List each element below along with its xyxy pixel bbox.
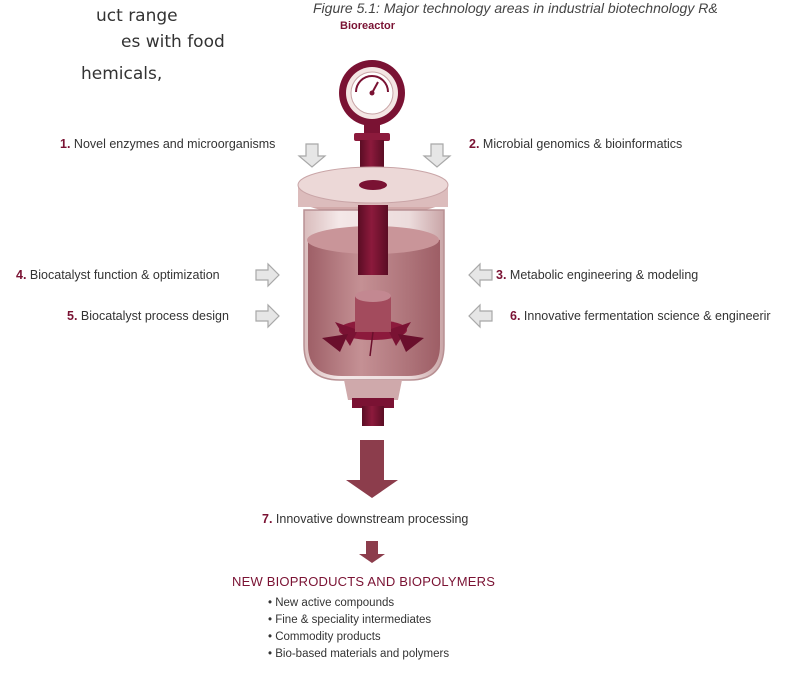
- area-text-1: Novel enzymes and microorganisms: [73, 137, 276, 151]
- product-item-1: • New active compounds: [268, 597, 395, 609]
- area-number-7: 7.: [262, 512, 273, 526]
- body-text-line-3: hemicals,: [81, 64, 163, 84]
- impeller-icon: [322, 290, 424, 357]
- input-arrow-2-icon: [422, 143, 452, 168]
- area-text-6: Innovative fermentation science & engine…: [523, 309, 771, 323]
- products-heading: NEW BIOPRODUCTS AND BIOPOLYMERS: [232, 574, 496, 589]
- area-text-3: Metabolic engineering & modeling: [509, 268, 699, 282]
- area-label-2: 2. Microbial genomics & bioinformatics: [469, 137, 682, 151]
- outlet-pipe: [344, 380, 402, 426]
- body-text-line-2: es with food: [121, 32, 225, 52]
- area-number-2: 2.: [469, 137, 480, 151]
- product-item-3: • Commodity products: [268, 631, 381, 643]
- input-arrow-6-icon: [468, 303, 493, 329]
- input-arrow-3-icon: [468, 262, 493, 288]
- input-arrow-1-icon: [297, 143, 327, 168]
- area-text-4: Biocatalyst function & optimization: [29, 268, 220, 282]
- area-number-3: 3.: [496, 268, 507, 282]
- figure-caption: Figure 5.1: Major technology areas in in…: [313, 0, 718, 16]
- area-label-3: 3. Metabolic engineering & modeling: [496, 268, 698, 282]
- area-text-2: Microbial genomics & bioinformatics: [482, 137, 683, 151]
- product-item-4: • Bio-based materials and polymers: [268, 648, 450, 660]
- bioreactor-label: Bioreactor: [340, 20, 396, 32]
- area-number-6: 6.: [510, 309, 521, 323]
- body-text-line-1: uct range: [96, 6, 178, 26]
- area-text-7: Innovative downstream processing: [275, 512, 469, 526]
- reactor-lid: [297, 166, 449, 215]
- pressure-gauge-icon: [339, 60, 405, 141]
- area-number-5: 5.: [67, 309, 78, 323]
- product-item-2: • Fine & speciality intermediates: [268, 614, 432, 626]
- area-label-1: 1. Novel enzymes and microorganisms: [60, 137, 275, 151]
- area-label-6: 6. Innovative fermentation science & eng…: [510, 309, 771, 323]
- area-number-1: 1.: [60, 137, 71, 151]
- area-label-4: 4. Biocatalyst function & optimization: [16, 268, 220, 282]
- stirrer-shaft: [358, 205, 388, 275]
- input-arrow-4-icon: [255, 262, 280, 288]
- output-arrow-icon: [346, 440, 398, 498]
- area-text-5: Biocatalyst process design: [80, 309, 229, 323]
- area-label-5: 5. Biocatalyst process design: [67, 309, 229, 323]
- products-arrow-icon: [359, 541, 385, 563]
- area-label-7: 7. Innovative downstream processing: [262, 512, 468, 526]
- area-number-4: 4.: [16, 268, 27, 282]
- input-arrow-5-icon: [255, 303, 280, 329]
